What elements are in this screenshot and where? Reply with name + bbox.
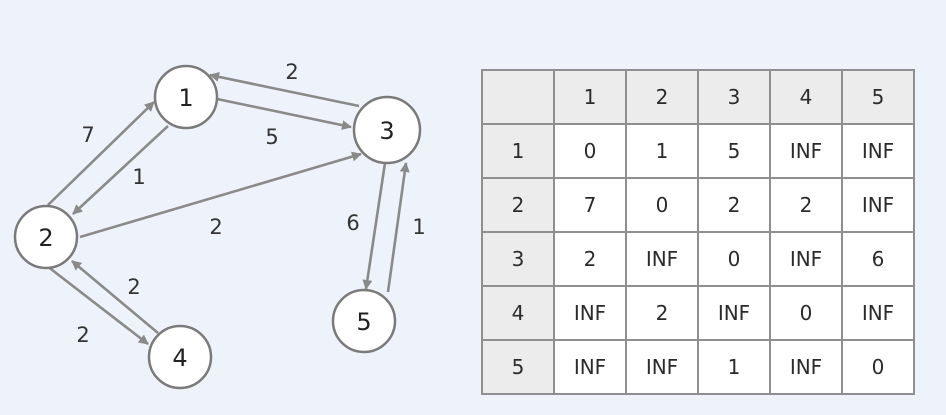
edge-weights: 5 2 1 7 2 2 2 6 1 <box>76 60 425 347</box>
matrix-cell: 0 <box>841 339 915 395</box>
matrix-cell: 1 <box>697 339 771 395</box>
node-label: 5 <box>356 308 371 336</box>
graph-diagram: 5 2 1 7 2 2 2 6 1 1 2 3 <box>13 60 426 390</box>
nodes: 1 2 3 4 5 <box>13 64 422 390</box>
edge-5-to-3 <box>386 162 410 293</box>
matrix-cell: 5 <box>697 123 771 179</box>
matrix-cell: 1 <box>625 123 699 179</box>
matrix-col-header: 5 <box>841 69 915 125</box>
matrix-cell: 6 <box>841 231 915 287</box>
graph-node-1: 1 <box>153 64 219 130</box>
matrix-row: 2 7 0 2 2 INF <box>481 177 915 233</box>
matrix-row-header: 5 <box>481 339 555 395</box>
edge-1-to-2 <box>72 125 169 215</box>
adjacency-matrix: 1 2 3 4 5 1 0 1 5 INF INF 2 7 0 2 2 INF <box>481 69 915 395</box>
node-label: 3 <box>379 117 394 145</box>
weight-label-3-to-5: 6 <box>346 211 359 235</box>
node-label: 4 <box>172 344 187 372</box>
matrix-cell: INF <box>769 231 843 287</box>
weight-label-1-to-2: 1 <box>132 165 145 189</box>
matrix-header-row: 1 2 3 4 5 <box>481 69 915 125</box>
edge-4-to-2 <box>71 260 159 334</box>
matrix-col-header: 3 <box>697 69 771 125</box>
matrix-cell: INF <box>553 339 627 395</box>
matrix-cell: 2 <box>769 177 843 233</box>
matrix-row-header: 2 <box>481 177 555 233</box>
weight-label-2-to-4: 2 <box>76 323 89 347</box>
matrix-row: 3 2 INF 0 INF 6 <box>481 231 915 287</box>
matrix-col-header: 4 <box>769 69 843 125</box>
matrix-corner-cell <box>481 69 555 125</box>
matrix-cell: 0 <box>553 123 627 179</box>
matrix-cell: 0 <box>769 285 843 341</box>
matrix-row-header: 4 <box>481 285 555 341</box>
matrix-cell: 2 <box>625 285 699 341</box>
edge-3-to-1 <box>209 71 360 108</box>
edge-2-to-1 <box>47 101 155 206</box>
weight-label-5-to-3: 1 <box>412 215 425 239</box>
matrix-cell: 7 <box>553 177 627 233</box>
edge-2-to-3 <box>79 151 362 239</box>
edge-3-to-5 <box>362 162 387 290</box>
graph-node-2: 2 <box>13 204 79 270</box>
edge-2-to-4 <box>46 264 149 346</box>
weight-label-1-to-3: 5 <box>265 125 278 149</box>
matrix-col-header: 1 <box>553 69 627 125</box>
matrix-row: 4 INF 2 INF 0 INF <box>481 285 915 341</box>
matrix-cell: INF <box>553 285 627 341</box>
matrix-cell: 2 <box>697 177 771 233</box>
matrix-cell: 2 <box>553 231 627 287</box>
weight-label-2-to-1: 7 <box>81 123 94 147</box>
matrix-row-header: 3 <box>481 231 555 287</box>
matrix-cell: INF <box>769 339 843 395</box>
matrix-col-header: 2 <box>625 69 699 125</box>
matrix-cell: INF <box>841 177 915 233</box>
edge-1-to-3 <box>216 97 352 131</box>
graph-node-5: 5 <box>331 288 397 354</box>
weight-label-4-to-2: 2 <box>127 275 140 299</box>
matrix-cell: INF <box>841 123 915 179</box>
matrix-row-header: 1 <box>481 123 555 179</box>
matrix-cell: INF <box>841 285 915 341</box>
graph-node-4: 4 <box>147 324 213 390</box>
matrix-cell: INF <box>625 231 699 287</box>
graph-node-3: 3 <box>352 95 422 165</box>
matrix-cell: 0 <box>697 231 771 287</box>
matrix-row: 5 INF INF 1 INF 0 <box>481 339 915 395</box>
node-label: 2 <box>38 224 53 252</box>
matrix-cell: INF <box>625 339 699 395</box>
weight-label-3-to-1: 2 <box>285 60 298 84</box>
matrix-cell: INF <box>697 285 771 341</box>
weight-label-2-to-3: 2 <box>209 215 222 239</box>
matrix-cell: INF <box>769 123 843 179</box>
matrix-row: 1 0 1 5 INF INF <box>481 123 915 179</box>
matrix-cell: 0 <box>625 177 699 233</box>
node-label: 1 <box>178 84 193 112</box>
edges <box>46 71 410 346</box>
